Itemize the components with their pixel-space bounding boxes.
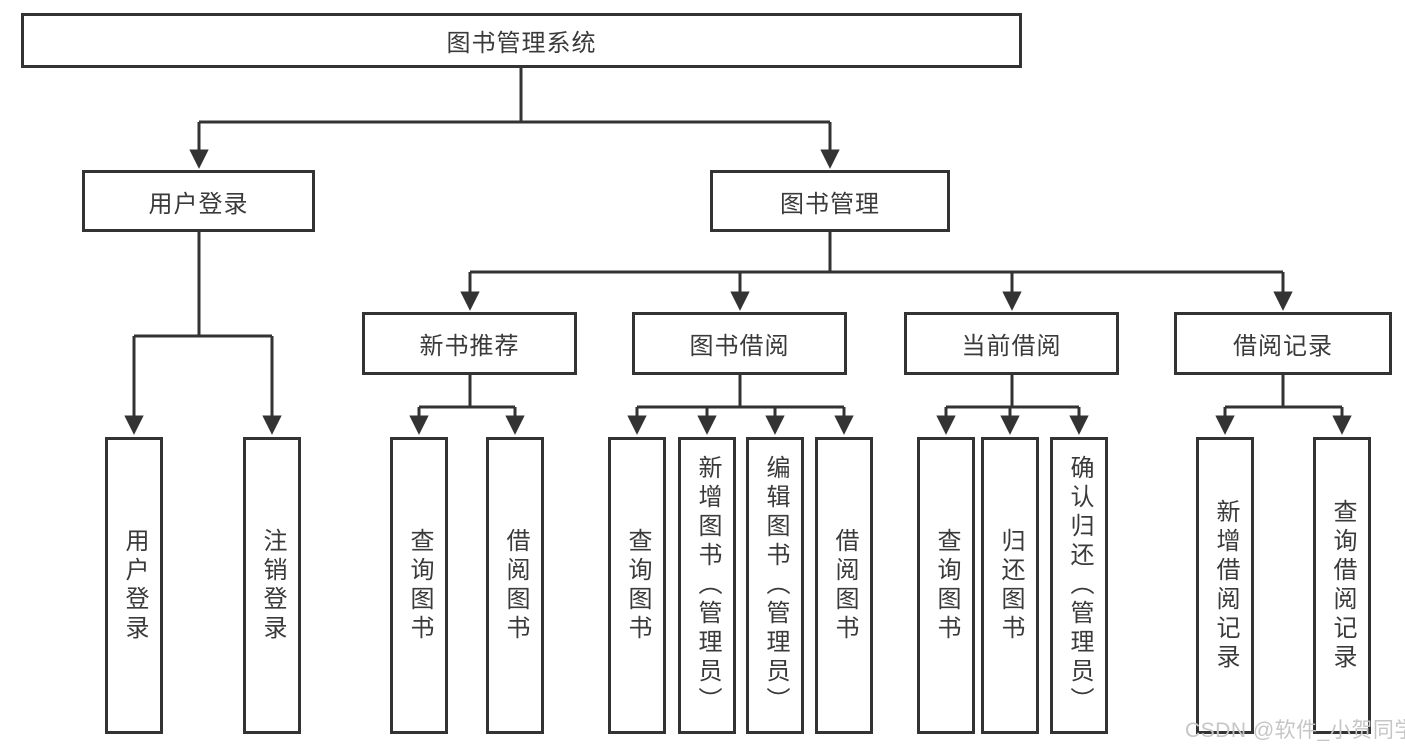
- leaf-query-books-current: 查询图书: [917, 437, 975, 734]
- leaf-label: 确认归还（管理员）: [1066, 455, 1093, 716]
- leaf-label: 借阅图书: [831, 527, 858, 644]
- leaf-label: 查询借阅记录: [1329, 498, 1356, 673]
- leaf-label: 归还图书: [997, 527, 1024, 644]
- leaf-query-borrow-record: 查询借阅记录: [1313, 437, 1371, 734]
- node-borrowing-records: 借阅记录: [1174, 312, 1392, 375]
- leaf-label: 编辑图书（管理员）: [762, 455, 789, 716]
- leaf-label: 新增图书（管理员）: [694, 455, 721, 716]
- csdn-watermark: CSDN @软件_小贺同学: [1185, 719, 1405, 742]
- tree-arrows: [124, 122, 1352, 435]
- node-new-book-recommend: 新书推荐: [362, 312, 577, 375]
- node-library-management-system: 图书管理系统: [21, 13, 1022, 68]
- node-current-borrowing: 当前借阅: [904, 312, 1119, 375]
- node-book-borrowing: 图书借阅: [632, 312, 847, 375]
- leaf-logout-login: 注销登录: [243, 437, 301, 734]
- leaf-return-books: 归还图书: [981, 437, 1039, 734]
- leaf-add-books-admin: 新增图书（管理员）: [678, 437, 736, 734]
- leaf-label: 借阅图书: [502, 527, 529, 644]
- leaf-borrow-books-newrec: 借阅图书: [486, 437, 544, 734]
- leaf-user-login: 用户登录: [105, 437, 163, 734]
- node-book-management: 图书管理: [710, 170, 950, 232]
- leaf-borrow-books-borrow: 借阅图书: [815, 437, 873, 734]
- node-user-login: 用户登录: [82, 170, 315, 232]
- tree-edges: [134, 68, 1342, 409]
- leaf-label: 用户登录: [121, 527, 148, 644]
- leaf-label: 查询图书: [933, 527, 960, 644]
- leaf-label: 查询图书: [624, 527, 651, 644]
- leaf-confirm-return-admin: 确认归还（管理员）: [1050, 437, 1108, 734]
- leaf-edit-books-admin: 编辑图书（管理员）: [746, 437, 804, 734]
- leaf-label: 查询图书: [406, 527, 433, 644]
- leaf-label: 新增借阅记录: [1212, 498, 1239, 673]
- leaf-query-books-newrec: 查询图书: [390, 437, 448, 734]
- leaf-query-books-borrow: 查询图书: [608, 437, 666, 734]
- leaf-label: 注销登录: [259, 527, 286, 644]
- leaf-add-borrow-record: 新增借阅记录: [1196, 437, 1254, 734]
